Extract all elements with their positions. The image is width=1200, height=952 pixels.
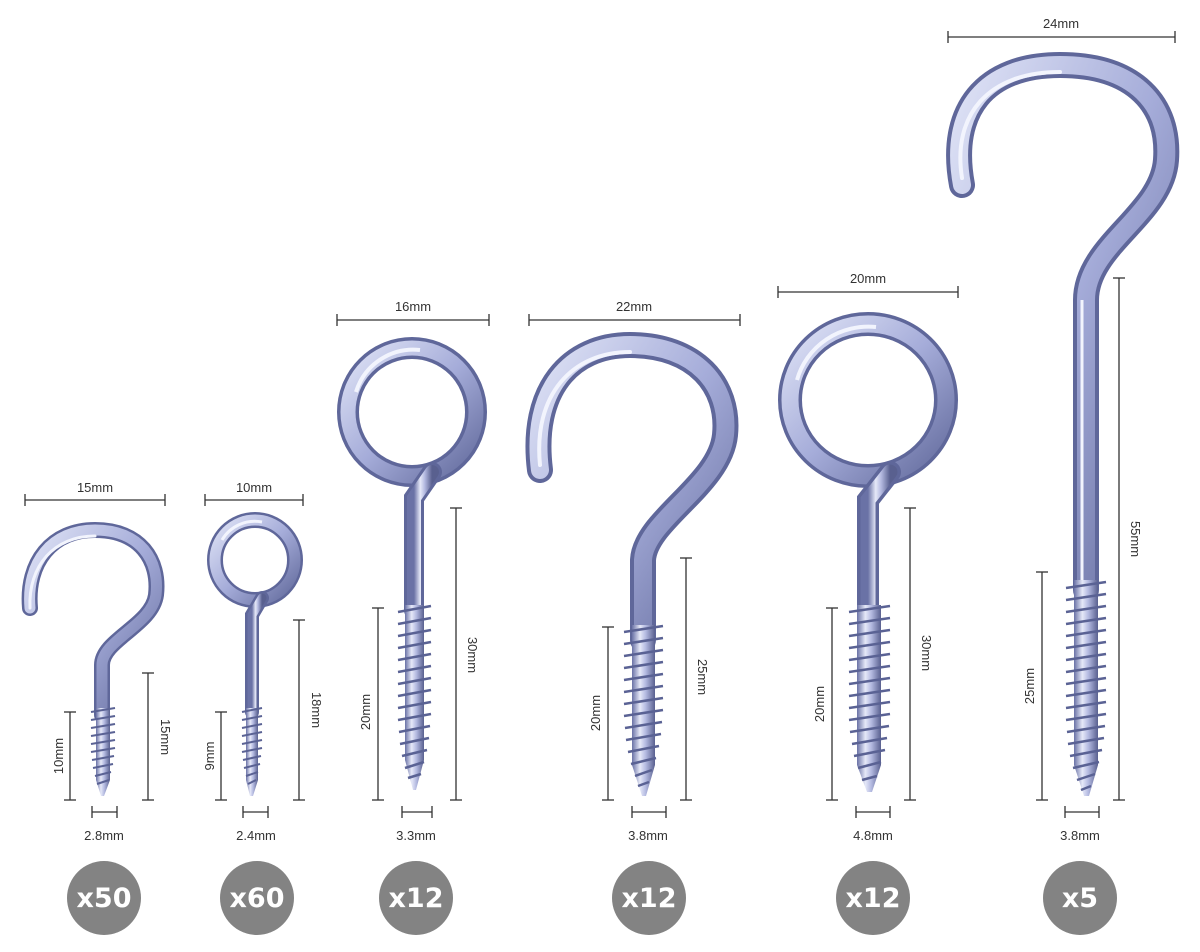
thread-label-6: 25mm	[1022, 668, 1037, 704]
quantity-badge-3: x12	[379, 861, 453, 935]
diameter-label-1: 2.8mm	[84, 828, 124, 843]
quantity-badge-2: x60	[220, 861, 294, 935]
length-label-4: 25mm	[695, 659, 710, 695]
thread-label-5: 20mm	[812, 686, 827, 722]
diameter-label-2: 2.4mm	[236, 828, 276, 843]
eye-5: 20mm 20mm 30mm 4.8mm	[777, 271, 959, 843]
quantity-badge-4: x12	[612, 861, 686, 935]
dimensions-3	[336, 314, 490, 818]
length-label-1: 15mm	[158, 719, 173, 755]
thread-3	[397, 604, 432, 790]
width-label-3: 16mm	[395, 299, 431, 314]
width-label-4: 22mm	[616, 299, 652, 314]
quantity-badge-5: x12	[836, 861, 910, 935]
length-label-5: 30mm	[919, 635, 934, 671]
length-label-6: 55mm	[1128, 521, 1143, 557]
quantity-badge-6: x5	[1043, 861, 1117, 935]
thread-label-4: 20mm	[588, 695, 603, 731]
length-label-3: 30mm	[465, 637, 480, 673]
thread-label-1: 10mm	[51, 738, 66, 774]
thread-label-2: 9mm	[202, 742, 217, 771]
eye-3: 16mm 20mm 30mm 3.3mm	[336, 299, 490, 843]
dimensions-4	[528, 314, 741, 818]
eye-2: 10mm 9mm 18mm 2.4mm	[202, 480, 324, 843]
dimensions-1	[24, 494, 166, 818]
diameter-label-3: 3.3mm	[396, 828, 436, 843]
thread-1	[90, 707, 116, 796]
hook-1: 15mm 10mm 15mm 2.8mm	[21, 480, 173, 843]
length-label-2: 18mm	[309, 692, 324, 728]
diameter-label-4: 3.8mm	[628, 828, 668, 843]
dimensions-2	[204, 494, 305, 818]
quantity-badge-1: x50	[67, 861, 141, 935]
width-label-1: 15mm	[77, 480, 113, 495]
dimensions-5	[777, 286, 959, 818]
thread-label-3: 20mm	[358, 694, 373, 730]
thread-5	[848, 604, 891, 792]
width-label-2: 10mm	[236, 480, 272, 495]
thread-6	[1065, 580, 1107, 796]
width-label-6: 24mm	[1043, 16, 1079, 31]
hook-6: 24mm 25mm 55mm 3.8mm	[946, 16, 1180, 843]
thread-2	[241, 707, 263, 796]
width-label-5: 20mm	[850, 271, 886, 286]
thread-4	[623, 624, 664, 796]
diameter-label-6: 3.8mm	[1060, 828, 1100, 843]
diameter-label-5: 4.8mm	[853, 828, 893, 843]
hook-4: 22mm 20mm 25mm 3.8mm	[525, 299, 741, 843]
dimensions-6	[947, 31, 1176, 818]
